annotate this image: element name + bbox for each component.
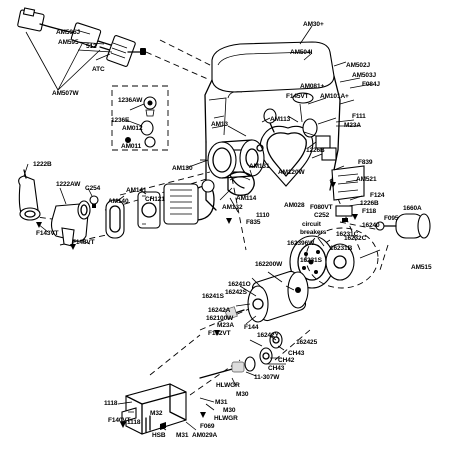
label-am502: AM502J [346, 62, 370, 69]
label-m31: M31 [215, 399, 228, 406]
label-am132: AM132 [222, 204, 243, 211]
label-m30-b: M30 [223, 407, 236, 414]
label-f080vt: F080VT [310, 204, 333, 211]
label-am141: AM141 [126, 187, 147, 194]
label-am029a: AM029A [192, 432, 218, 439]
label-1222aw: 1222AW [56, 181, 81, 188]
label-am081: AM081+ [300, 83, 325, 90]
label-m23a-mid: M23A [217, 322, 234, 329]
label-16232: 16232C [344, 235, 367, 242]
label-1222b: 1222B [33, 161, 52, 168]
label-16240: 16240 [362, 222, 380, 229]
label-am507w: AM507W [52, 90, 79, 97]
label-am30: AM30+ [303, 21, 324, 28]
label-am028: AM028 [284, 202, 305, 209]
label-16231b: 16231B [330, 245, 353, 252]
label-am504: AM504I [290, 49, 313, 56]
label-16231: 16231C [336, 231, 359, 238]
label-162200w: 162200W [255, 261, 283, 268]
label-f162vt: F162VT [208, 330, 231, 337]
label-ch43: CH43 [288, 350, 305, 357]
label-1110: 1110 [256, 212, 270, 219]
label-16242s: 16242S [225, 289, 247, 296]
label-512: 512 [86, 43, 97, 50]
label-162425: 162425 [296, 339, 318, 346]
label-hsb: HSB [152, 432, 166, 439]
label-f084: F084J [362, 81, 380, 88]
stator-rotor [224, 270, 309, 323]
label-am113: AM113 [270, 116, 291, 123]
outlet-elbow-1222aw [50, 195, 99, 247]
capacitor [375, 213, 431, 239]
label-am120w: AM120W [278, 169, 305, 176]
label-16241s: 16241S [202, 293, 224, 300]
label-16241o: 16241O [228, 281, 251, 288]
label-f148vt: F148VT [72, 239, 95, 246]
label-f118: F118 [362, 208, 377, 215]
label-f144: F144 [244, 324, 259, 331]
label-f111: F111 [352, 113, 366, 120]
label-am521: AM521 [356, 176, 377, 183]
label-1226b: 1226B [306, 147, 325, 154]
label-am131: AM131 [249, 163, 270, 170]
label-am596: AM596J [56, 29, 80, 36]
label-f145vt: F145VT [286, 93, 309, 100]
label-16242y: 16242Y [257, 332, 279, 339]
label-16242a: 16242A [208, 307, 231, 314]
label-am114: AM114 [236, 195, 257, 202]
label-c254: C254 [85, 185, 101, 192]
label-m23a-top: M23A [344, 122, 361, 129]
label-f143vt: F143VT [36, 230, 59, 237]
label-ch42: CH42 [278, 357, 295, 364]
leader-lines [23, 25, 381, 431]
label-hlwgr: HLWGR [216, 382, 240, 389]
label-f839: F839 [358, 159, 373, 166]
label-am012: AM012 [122, 125, 143, 132]
label-am101: AM101A+ [320, 93, 349, 100]
label-162100w: 162100W [206, 315, 234, 322]
label-atc: ATC [92, 66, 105, 73]
label-am503: AM503J [352, 72, 376, 79]
label-am130: AM130 [172, 165, 193, 172]
seal-kit-inset [111, 85, 169, 151]
label-m32: M32 [150, 410, 163, 417]
label-breakers: breakers [300, 229, 327, 236]
label-m31-b: M31 [176, 432, 189, 439]
label-circuit: circuit [302, 221, 321, 228]
label-m30: M30 [236, 391, 249, 398]
label-f140vt: F140VT [108, 417, 131, 424]
mounting-base [121, 383, 187, 435]
label-1236e: 1236E [111, 117, 130, 124]
label-ch43-b: CH43 [268, 365, 285, 372]
housing-body [205, 92, 339, 211]
flange-gaskets [105, 179, 215, 239]
label-1118-b: 1118 [127, 419, 141, 426]
label-162315: 16231S [300, 257, 322, 264]
label-am011: AM011 [121, 143, 142, 150]
label-hlwgr-2: HLWGR [214, 415, 238, 422]
label-f069: F069 [200, 423, 215, 430]
label-f095: F095 [384, 215, 399, 222]
drain-elbow-1222b [18, 169, 41, 221]
label-am595: AM595 [58, 39, 79, 46]
label-f124: F124 [370, 192, 385, 199]
label-ch121: CH121 [145, 196, 165, 203]
label-1118: 1118 [104, 400, 118, 407]
impeller-cylinder [207, 139, 265, 189]
label-1236aw: 1236AW [118, 97, 143, 104]
label-11-307w: 11-307W [254, 374, 280, 381]
breaker-bracket [331, 165, 365, 222]
label-am515: AM515 [411, 264, 432, 271]
label-am13: AM13 [211, 121, 228, 128]
label-1660a: 1660A [403, 205, 422, 212]
label-1226b-b: 1226B [360, 200, 379, 207]
power-cord-assembly [17, 7, 211, 81]
clamp-ring [227, 171, 255, 196]
label-c252: C252 [314, 212, 330, 219]
label-am140: AM140 [108, 198, 129, 205]
label-f835: F835 [246, 219, 261, 226]
label-162396: 162396W [287, 240, 315, 247]
